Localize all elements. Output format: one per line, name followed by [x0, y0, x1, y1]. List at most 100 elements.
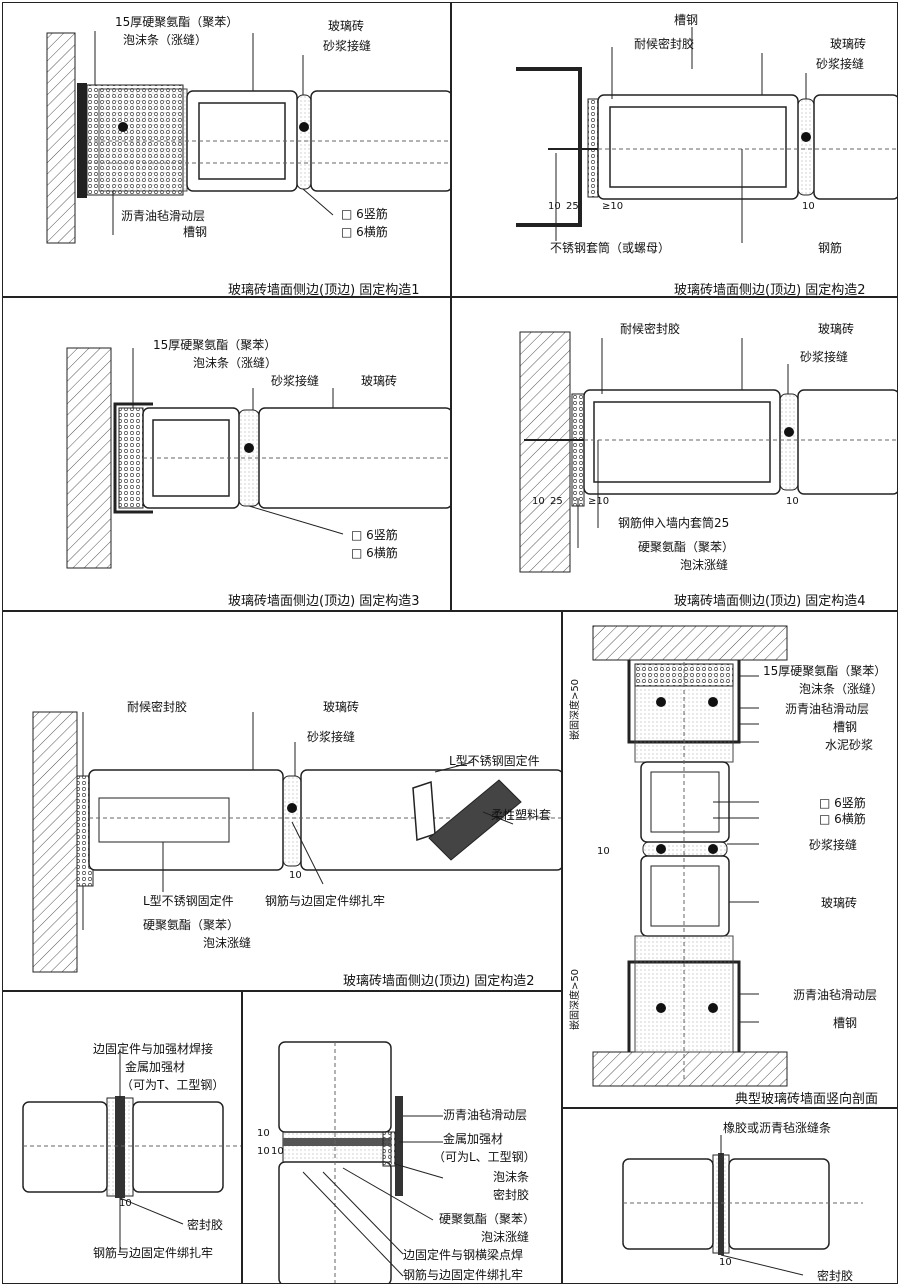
label-cement: 水泥砂浆 [825, 738, 874, 752]
dim-25: 25 [550, 496, 563, 507]
label-weld: 边固定件与加强材焊接 [93, 1042, 214, 1056]
dim-depth-bottom: 嵌固深度>50 [570, 968, 582, 1031]
detail-drawing-6 [592, 625, 788, 1087]
panel-fixing-1: 15厚硬聚氨酯（聚苯） 泡沫条（涨缝） 玻璃砖 砂浆接缝 沥青油毡滑动层 槽钢 … [2, 2, 451, 297]
label-block: 玻璃砖 [323, 700, 360, 714]
caption-3: 玻璃砖墙面侧边(顶边) 固定构造3 [228, 594, 420, 609]
panel-fixing-3: 15厚硬聚氨酯（聚苯） 泡沫条（涨缝） 砂浆接缝 玻璃砖 □ 6竖筋 □ 6横筋… [2, 297, 451, 611]
label-vbar: □ 6竖筋 [341, 207, 388, 221]
label-mortar: 砂浆接缝 [323, 39, 372, 53]
dim-10b: 10 [257, 1146, 270, 1157]
label-weld: 边固定件与钢横梁点焊 [403, 1248, 524, 1262]
label-pu-b: 泡沫涨缝 [481, 1230, 530, 1244]
dim-10c: 10 [786, 496, 799, 507]
label-sealant: 耐候密封胶 [620, 322, 681, 336]
label-foam-b: 泡沫条（涨缝） [123, 33, 208, 47]
panel-joint-detail-3: 橡胶或沥青毡涨缝条 10 密封胶 [562, 1108, 898, 1284]
detail-drawing-1 [46, 31, 450, 244]
label-sleeve: 柔性塑料套 [491, 808, 552, 822]
label-foam-b: 泡沫涨缝 [203, 936, 252, 950]
label-foam-a: 15厚硬聚氨酯（聚苯） [115, 15, 239, 29]
dim-25: 25 [566, 201, 579, 212]
label-vbar: □ 6竖筋 [819, 796, 866, 810]
label-block: 玻璃砖 [361, 374, 398, 388]
label-foam-a: 硬聚氨酯（聚苯） [143, 918, 240, 932]
l-bracket-isometric [412, 761, 522, 861]
label-seal: 密封胶 [187, 1218, 224, 1232]
label-block: 玻璃砖 [328, 19, 365, 33]
caption-2: 玻璃砖墙面侧边(顶边) 固定构造2 [674, 283, 866, 297]
dim-10a: 10 [532, 496, 545, 507]
label-mortar: 砂浆接缝 [800, 350, 849, 364]
label-block: 玻璃砖 [830, 37, 867, 51]
label-mortar: 砂浆接缝 [809, 838, 858, 852]
dim-10: 10 [119, 1198, 132, 1209]
label-foam-b: 泡沫条（涨缝） [193, 356, 278, 370]
label-foam-a: 15厚硬聚氨酯（聚苯） [153, 338, 277, 352]
label-seal: 密封胶 [493, 1188, 530, 1202]
label-sealant: 耐候密封胶 [127, 700, 188, 714]
label-rebar: 钢筋 [818, 241, 843, 255]
caption-6: 典型玻璃砖墙面竖向剖面 [735, 1092, 879, 1107]
dim-10: 10 [597, 846, 610, 857]
label-metal-b: （可为T、工型钢） [121, 1078, 225, 1092]
panel-vertical-section: 嵌固深度>50 嵌固深度>50 10 15厚硬聚氨酯（聚苯） 泡沫条（涨缝） 沥… [562, 611, 898, 1108]
label-vbar: □ 6竖筋 [351, 528, 398, 542]
detail-drawing-2 [516, 27, 897, 243]
label-asphalt: 沥青油毡滑动层 [785, 702, 870, 716]
label-block: 玻璃砖 [821, 896, 858, 910]
label-tie: 钢筋与边固定件绑扎牢 [93, 1246, 214, 1260]
label-asphalt: 沥青油毡滑动层 [443, 1108, 528, 1122]
detail-drawing-5 [32, 711, 561, 973]
dim-10c: 10 [271, 1146, 284, 1157]
dim-depth-top: 嵌固深度>50 [570, 678, 582, 741]
label-foam-b: 泡沫涨缝 [680, 558, 729, 572]
label-mortar: 砂浆接缝 [816, 57, 865, 71]
label-sleeve: 不锈钢套筒（或螺母） [550, 241, 671, 255]
detail-drawing-8 [278, 1041, 444, 1283]
label-channel: 槽钢 [183, 225, 208, 239]
label-seal: 密封胶 [817, 1269, 854, 1283]
label-channel: 槽钢 [833, 720, 858, 734]
dim-10b: ≥10 [588, 496, 610, 507]
label-rebar-in: 钢筋伸入墙内套筒25 [618, 516, 730, 530]
dim-10b: ≥10 [602, 201, 624, 212]
label-pu-a: 硬聚氨酯（聚苯） [439, 1212, 536, 1226]
dim-10a: 10 [548, 201, 561, 212]
label-metal-a: 金属加强材 [125, 1060, 186, 1074]
label-rubber: 橡胶或沥青毡涨缝条 [723, 1121, 832, 1135]
label-channel: 槽钢 [674, 13, 699, 27]
label-foam-b: 泡沫条（涨缝） [799, 682, 884, 696]
label-tie: 钢筋与边固定件绑扎牢 [403, 1268, 524, 1282]
label-mortar: 砂浆接缝 [307, 730, 356, 744]
label-hbar: □ 6横筋 [351, 546, 398, 560]
caption-1: 玻璃砖墙面侧边(顶边) 固定构造1 [228, 283, 420, 297]
caption-4: 玻璃砖墙面侧边(顶边) 固定构造4 [674, 594, 866, 609]
detail-drawing-7 [22, 1052, 241, 1252]
label-hbar: □ 6横筋 [341, 225, 388, 239]
detail-drawing-4 [519, 331, 897, 573]
label-asphalt: 沥青油毡滑动层 [121, 209, 206, 223]
dim-10c: 10 [802, 201, 815, 212]
label-asphalt-2: 沥青油毡滑动层 [793, 988, 878, 1002]
dim-10a: 10 [257, 1128, 270, 1139]
panel-fixing-4: 耐候密封胶 玻璃砖 砂浆接缝 10 25 ≥10 10 钢筋伸入墙内套筒25 硬… [451, 297, 898, 611]
label-l-fix-2: L型不锈钢固定件 [143, 894, 234, 908]
label-metal-a: 金属加强材 [443, 1132, 504, 1146]
label-mortar: 砂浆接缝 [271, 374, 320, 388]
label-block: 玻璃砖 [818, 322, 855, 336]
label-foam-a: 硬聚氨酯（聚苯） [638, 540, 735, 554]
detail-drawing-9 [622, 1135, 863, 1276]
label-foam: 泡沫条 [493, 1170, 530, 1184]
panel-joint-detail-2: 10 10 10 沥青油毡滑动层 金属加强材 （可为L、工型钢） 泡沫条 密封胶… [242, 991, 562, 1284]
detail-drawing-3 [66, 347, 450, 569]
caption-5: 玻璃砖墙面侧边(顶边) 固定构造2 [343, 974, 535, 989]
dim-10: 10 [289, 870, 302, 881]
label-foam-a: 15厚硬聚氨酯（聚苯） [763, 664, 887, 678]
panel-fixing-2: 槽钢 耐候密封胶 玻璃砖 砂浆接缝 10 25 ≥10 10 不锈钢套筒（或螺母… [451, 2, 898, 297]
label-l-fix: L型不锈钢固定件 [449, 754, 540, 768]
label-metal-b: （可为L、工型钢） [433, 1150, 536, 1164]
label-tie: 钢筋与边固定件绑扎牢 [265, 894, 386, 908]
label-channel-2: 槽钢 [833, 1016, 858, 1030]
label-hbar: □ 6横筋 [819, 812, 866, 826]
